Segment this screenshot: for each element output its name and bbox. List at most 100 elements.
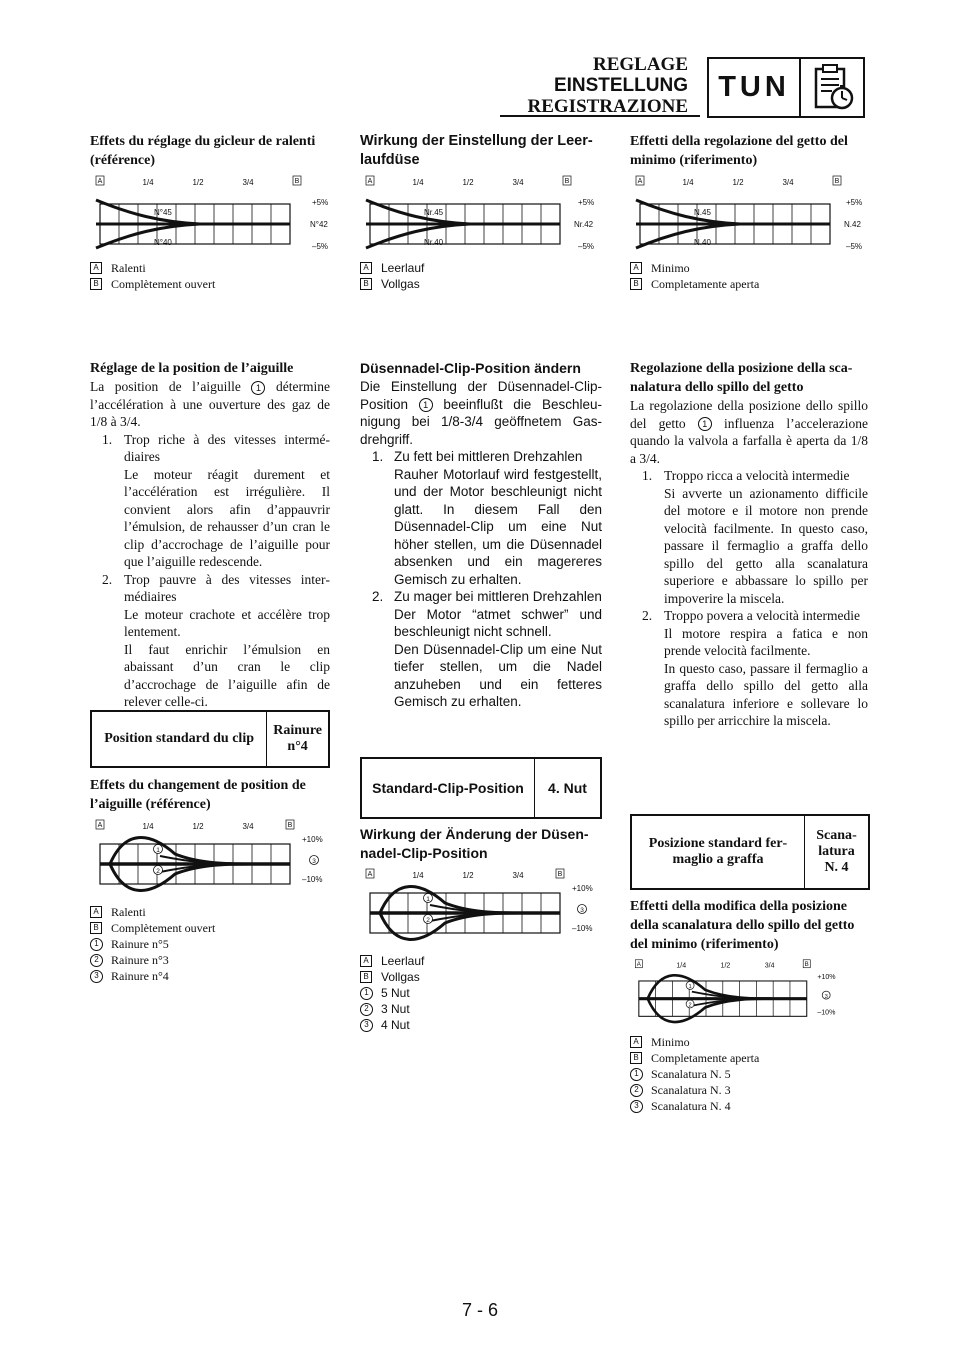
svg-text:1/2: 1/2: [192, 822, 204, 831]
svg-text:2: 2: [426, 917, 430, 924]
needle-heading: Regolazione della posizione della sca­na…: [630, 361, 853, 395]
header-title-it: REGISTRAZIONE: [527, 96, 689, 117]
label-minus5: –5%: [312, 242, 328, 251]
pilot-heading: Wirkung der Einstellung der Leer­laufdüs…: [360, 133, 593, 168]
needle-intro: Die Einstellung der Düsennadel-Clip-Posi…: [360, 379, 602, 447]
label-a-box: [95, 175, 105, 186]
label-n45: N°45: [154, 208, 172, 217]
svg-text:N.40: N.40: [694, 238, 711, 247]
svg-text:2: 2: [156, 868, 160, 875]
svg-text:–10%: –10%: [817, 1010, 836, 1017]
label-a: A: [98, 178, 103, 185]
svg-text:3: 3: [312, 858, 316, 865]
svg-text:A: A: [368, 871, 373, 878]
pilot-heading: Effets du réglage du gicleur de ralenti …: [90, 134, 316, 168]
svg-text:+10%: +10%: [572, 884, 593, 893]
needle-intro: La regolazione della posizione dello spi…: [630, 398, 869, 466]
column-french: Effets du réglage du gicleur de ralenti …: [90, 132, 352, 983]
label-n40: N°40: [154, 238, 172, 247]
needle-clip-diagram: A 1/4 1/2 3/4 B 1 2 +10% 3 –10%: [630, 958, 870, 1034]
pilot-jet-diagram: A 1/4 1/2 3/4 B N.45 N.40 +5% N.42 –5%: [630, 174, 870, 258]
std-label: Position standard du clip: [90, 710, 268, 768]
svg-text:1/2: 1/2: [721, 963, 731, 970]
svg-text:A: A: [638, 178, 643, 185]
svg-text:1/4: 1/4: [412, 871, 424, 880]
svg-text:N.45: N.45: [694, 208, 711, 217]
svg-text:+10%: +10%: [817, 974, 836, 981]
svg-text:1: 1: [156, 847, 160, 854]
svg-text:1/4: 1/4: [682, 178, 694, 187]
label-plus5: +5%: [312, 198, 328, 207]
list-item-1: 1. Trop riche à des vitesses intermé­dia…: [102, 431, 330, 570]
svg-text:1/4: 1/4: [142, 822, 154, 831]
svg-text:–5%: –5%: [846, 242, 862, 251]
svg-text:1: 1: [426, 896, 430, 903]
svg-text:+5%: +5%: [578, 198, 594, 207]
effect-heading: Wirkung der Änderung der Düsen­nadel-Cli…: [360, 826, 589, 861]
svg-text:–5%: –5%: [578, 242, 594, 251]
needle-clip-diagram: A 1/4 1/2 3/4 B 1 2 +10% 3 –10%: [360, 867, 602, 953]
std-value: 4. Nut: [534, 757, 602, 819]
effect-heading: Effets du changement de position de l’ai…: [90, 778, 306, 812]
std-value: Rainure n°4: [266, 710, 330, 768]
section-code: TUN: [709, 59, 801, 116]
column-german: Wirkung der Einstellung der Leer­laufdüs…: [360, 132, 602, 1032]
label-half: 1/2: [192, 178, 204, 187]
svg-text:N.42: N.42: [844, 220, 861, 229]
svg-text:A: A: [368, 178, 373, 185]
needle-clip-diagram: A 1/4 1/2 3/4 B 1 2 +10% 3 –10%: [90, 818, 335, 904]
effect-heading: Effetti della modifica della posizione d…: [630, 899, 855, 952]
svg-text:1/2: 1/2: [462, 871, 474, 880]
svg-text:A: A: [637, 961, 642, 968]
page-number: 7 - 6: [461, 1300, 499, 1320]
page-header-titles: REGLAGE EINSTELLUNG REGISTRAZIONE: [528, 54, 689, 117]
needle-heading: Réglage de la position de l’aiguille: [90, 361, 294, 376]
column-italian: Effetti della regolazione del getto del …: [630, 132, 870, 1113]
svg-text:3: 3: [825, 994, 828, 1000]
svg-text:3: 3: [580, 907, 584, 914]
label-three-quarter: 3/4: [242, 178, 254, 187]
svg-text:3/4: 3/4: [512, 871, 524, 880]
header-title-de: EINSTELLUNG: [553, 75, 688, 96]
svg-text:B: B: [835, 178, 840, 185]
svg-text:3/4: 3/4: [512, 178, 524, 187]
svg-text:1/4: 1/4: [412, 178, 424, 187]
section-badge: TUN: [707, 57, 865, 118]
svg-text:B: B: [558, 871, 563, 878]
pilot-jet-diagram: A 1/4 1/2 3/4 B Nr.45 Nr.40 +5% Nr.42 –5…: [360, 174, 602, 258]
svg-text:1: 1: [688, 984, 691, 990]
label-n42: N°42: [310, 220, 328, 229]
header-rule: [500, 115, 700, 117]
svg-text:+5%: +5%: [846, 198, 862, 207]
label-b: B: [295, 178, 300, 185]
svg-text:B: B: [805, 961, 809, 968]
pilot-heading: Effetti della regolazione del getto del …: [630, 134, 848, 168]
needle-heading: Düsennadel-Clip-Position ändern: [360, 360, 581, 376]
std-label: Standard-Clip-Posi­tion: [360, 757, 535, 819]
std-label: Posizione standard fer­maglio a graffa: [630, 814, 805, 890]
